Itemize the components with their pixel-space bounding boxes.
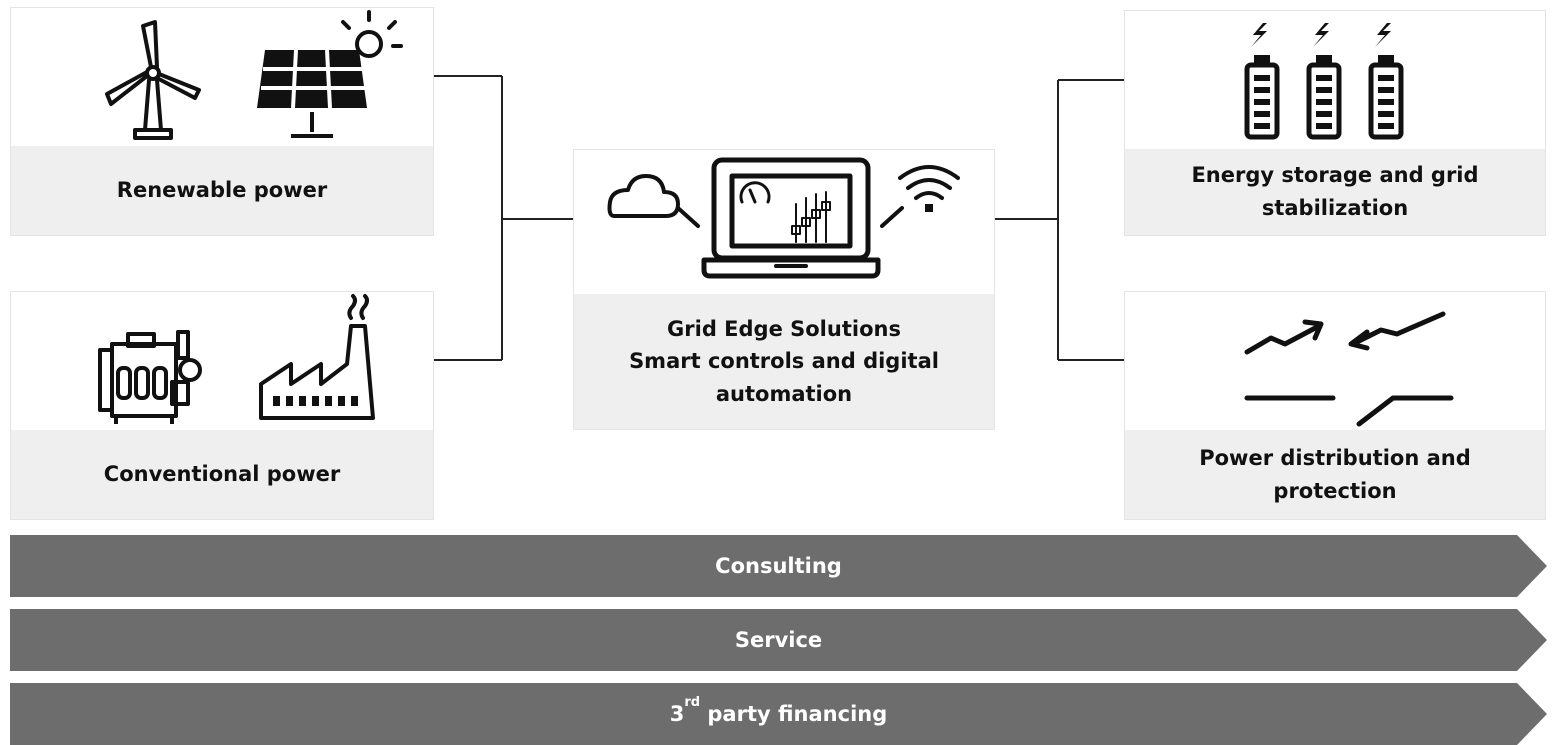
storage-line-2: stabilization [1261,196,1409,220]
cloud-icon [607,174,680,218]
service-banner: Service [10,609,1547,671]
center-line-3: automation [715,381,853,406]
connector-lines [434,75,1124,361]
financing-prefix: 3 [669,702,685,726]
financing-text: party financing [700,702,888,726]
distribution-line-1: Power distribution and [1199,445,1471,470]
financing-label: 3rd party financing [669,696,888,726]
solar-panel-icon [257,10,403,138]
connector-dash-left [676,206,700,228]
center-line-1: Grid Edge Solutions [667,316,901,341]
grid-edge-solutions-node: Grid Edge Solutions Smart controls and d… [573,149,995,430]
conventional-power-node: Conventional power [10,291,434,520]
consulting-label: Consulting [715,554,842,578]
distribution-line-2: protection [1273,478,1397,503]
power-distribution-node: Power distribution and protection [1124,291,1546,520]
financing-superscript: rd [684,695,701,710]
storage-line-1: Energy storage and grid [1191,163,1479,188]
battery-icon [1237,11,1437,151]
financing-banner: 3rd party financing [10,683,1547,745]
center-line-2: Smart controls and digital [629,349,939,374]
conventional-power-label: Conventional power [103,462,341,487]
factory-icon [259,294,375,420]
energy-storage-node: Energy storage and grid stabilization [1124,10,1546,236]
wind-turbine-icon [105,20,201,140]
switch-symbol-icon [1244,311,1454,427]
renewable-power-node: Renewable power [10,7,434,236]
renewable-power-label: Renewable power [116,178,328,203]
connector-dash-right [880,206,904,228]
wifi-icon [898,165,960,212]
engine-icon [98,330,202,424]
consulting-banner: Consulting [10,535,1547,597]
laptop-icon [701,157,881,279]
service-label: Service [734,628,823,652]
